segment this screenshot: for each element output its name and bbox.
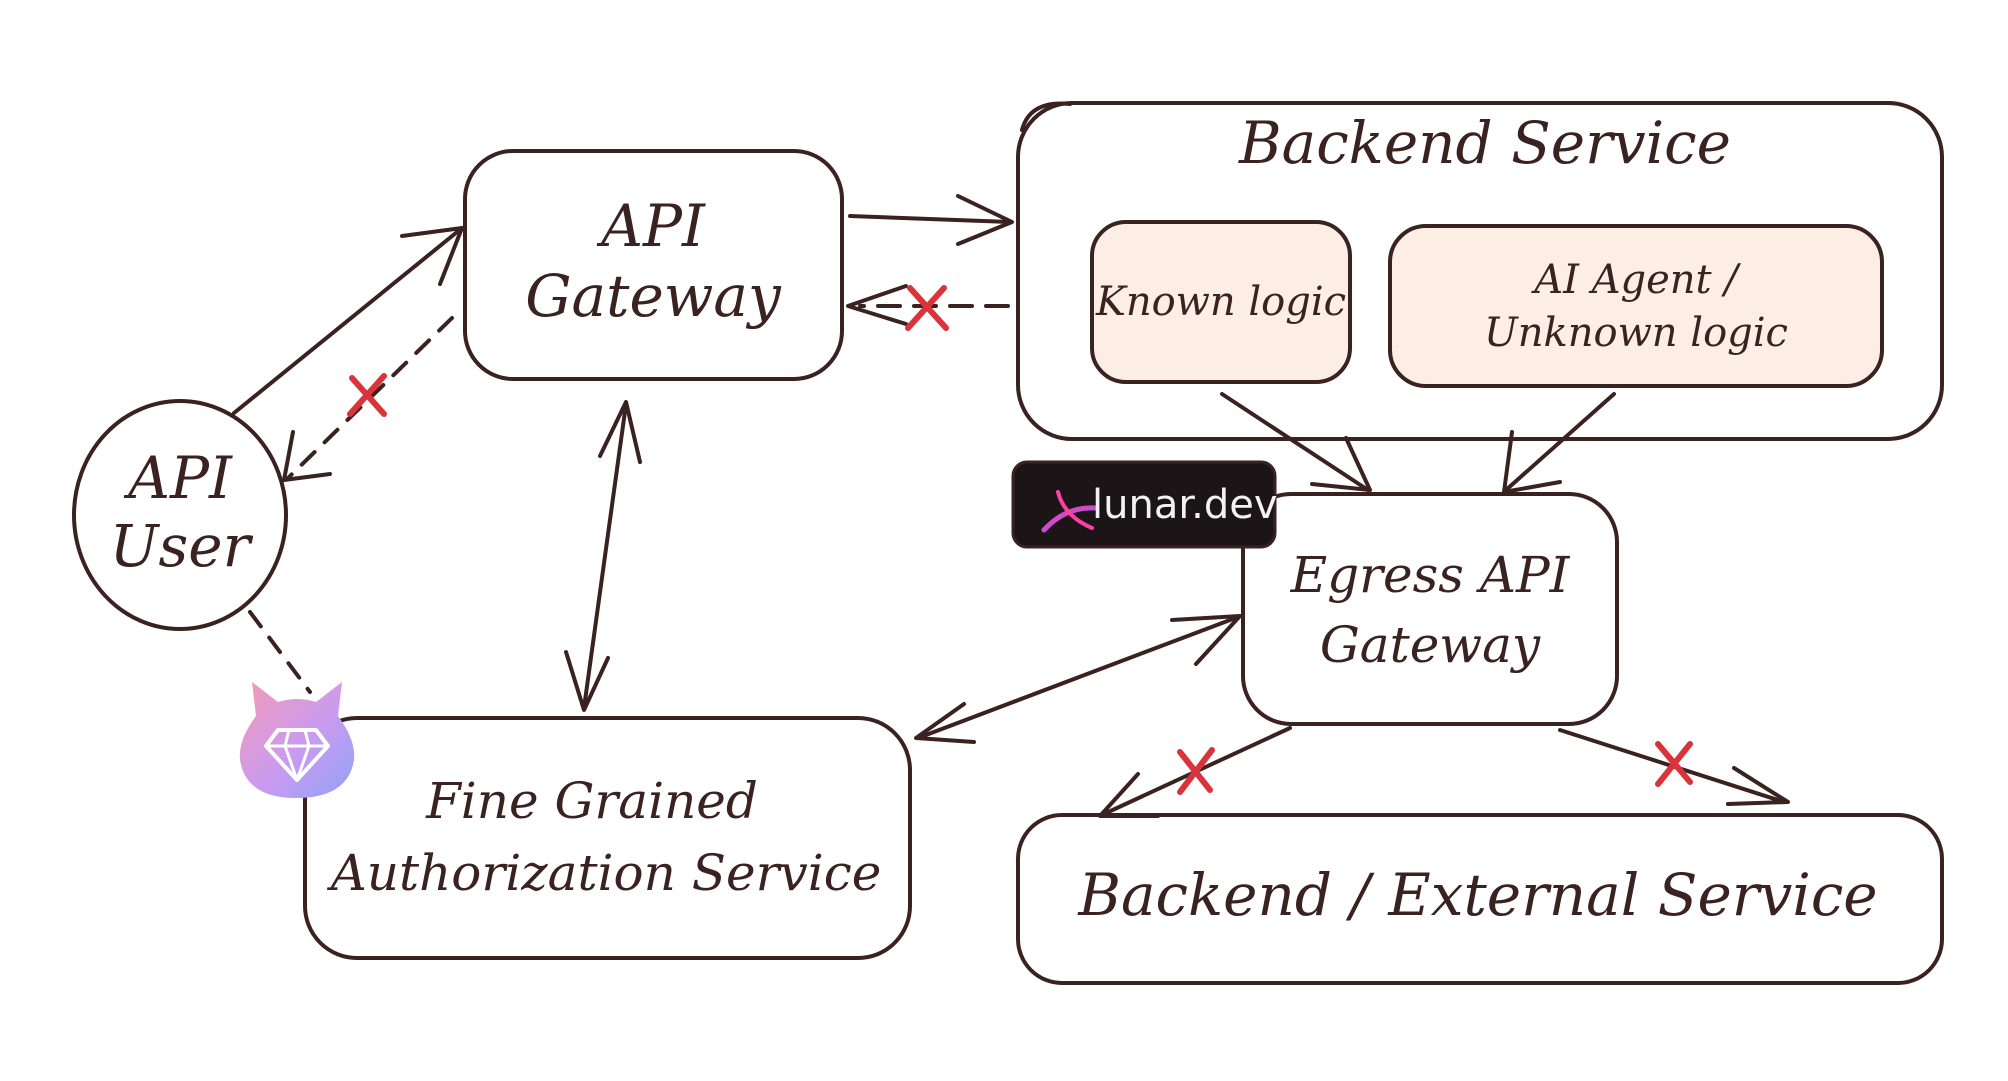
arrow-gateway-fga xyxy=(564,400,642,712)
cross-mark-icon xyxy=(1177,747,1215,795)
ai-agent-label-line2: Unknown logic xyxy=(1484,310,1788,356)
api-user-label-line1: API xyxy=(123,444,233,512)
api-gateway-box xyxy=(463,149,844,381)
arrow-known-to-egress xyxy=(1220,392,1372,492)
external-service-box xyxy=(1016,813,1944,985)
backend-service-title: Backend Service xyxy=(1238,109,1731,177)
api-user-circle xyxy=(72,399,288,631)
fga-service-box xyxy=(303,716,912,960)
known-logic-box xyxy=(1090,220,1352,384)
external-service-label: Backend / External Service xyxy=(1077,861,1877,929)
egress-gateway-label-line1: Egress API xyxy=(1290,546,1571,604)
cross-mark-icon xyxy=(905,285,949,331)
ai-agent-label-line1: AI Agent / xyxy=(1530,257,1741,303)
lunar-swoosh-icon xyxy=(1041,490,1099,533)
egress-gateway-label-line2: Gateway xyxy=(1320,616,1541,674)
arrow-fga-egress xyxy=(914,614,1242,744)
api-gateway-label-line2: Gateway xyxy=(525,262,782,330)
arrow-backend-to-gateway-blocked xyxy=(846,284,1010,326)
cross-mark-icon xyxy=(347,373,387,417)
api-user-label-line2: User xyxy=(110,512,254,580)
known-logic-label: Known logic xyxy=(1095,279,1346,325)
api-gateway-label-line1: API xyxy=(596,192,706,260)
arrow-ai-to-egress xyxy=(1502,392,1616,494)
egress-gateway-box xyxy=(1241,492,1619,726)
ai-agent-box xyxy=(1388,224,1884,388)
cross-mark-icon xyxy=(1655,741,1693,787)
lunar-badge-text: lunar.dev xyxy=(1092,482,1278,528)
dashed-user-to-fga xyxy=(248,610,312,694)
arrow-user-to-gateway xyxy=(232,226,464,415)
fga-service-label-line2: Authorization Service xyxy=(327,844,882,902)
arrow-gateway-to-backend xyxy=(848,194,1014,246)
lunar-badge: lunar.dev xyxy=(1011,460,1278,549)
diamond-cat-icon xyxy=(239,682,355,798)
fga-service-label-line1: Fine Grained xyxy=(425,772,758,830)
